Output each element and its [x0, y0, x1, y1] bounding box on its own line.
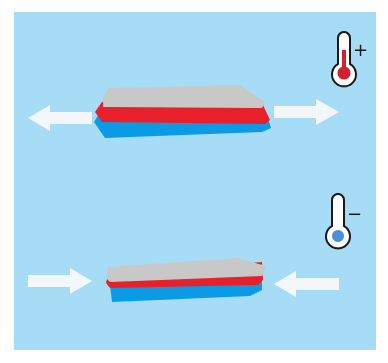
arrow-right-inward: [274, 271, 339, 297]
thermometer-plus-sign: +: [353, 40, 368, 61]
strip-layer-grey: [103, 85, 265, 108]
arrow-right-outward: [274, 99, 339, 125]
thermometer-cold-icon: −: [325, 193, 362, 250]
arrow-left-inward: [28, 268, 92, 294]
cold-row: −: [28, 193, 362, 302]
strip-layer-grey-cold: [106, 258, 266, 282]
thermometer-minus-sign: −: [347, 204, 362, 225]
bimetal-strip-cold: [106, 258, 266, 302]
arrow-left-outward: [28, 105, 92, 131]
warm-row: +: [28, 31, 368, 138]
thermometer-hot-icon: +: [331, 31, 368, 88]
bimetal-strip-warm: [94, 85, 271, 138]
